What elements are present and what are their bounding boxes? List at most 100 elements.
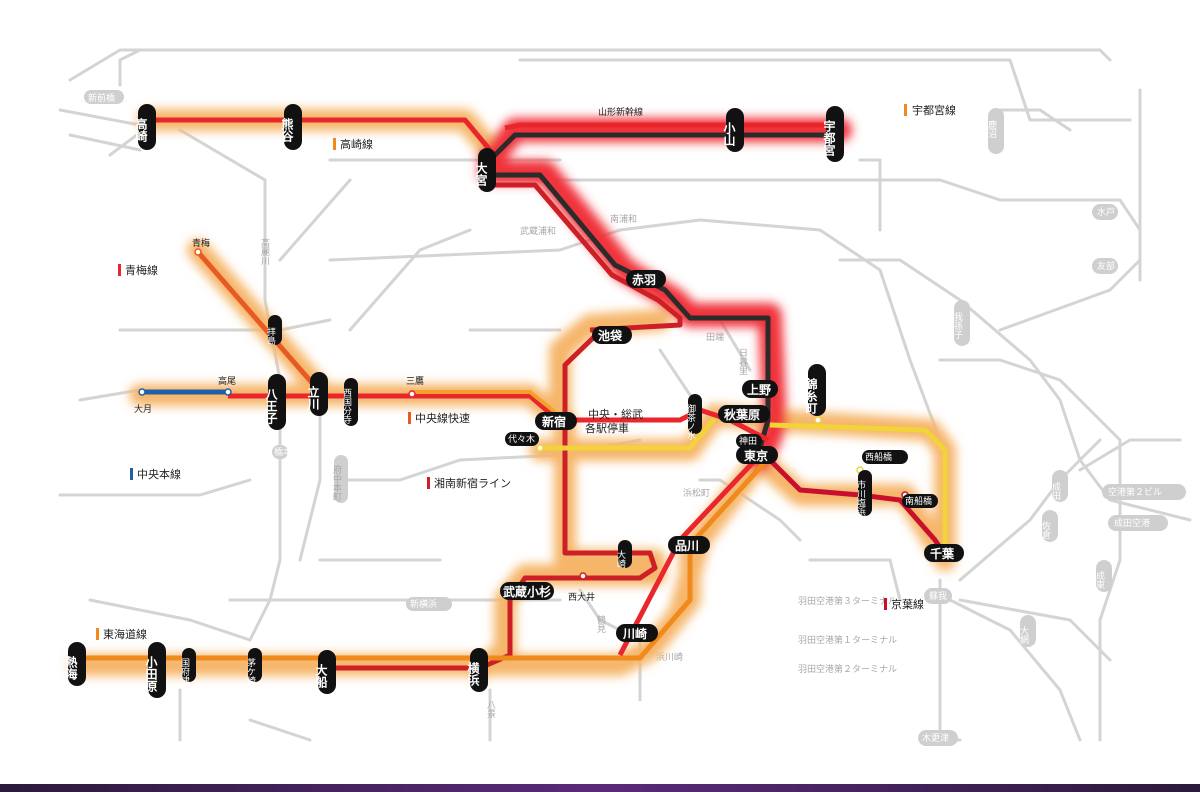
svg-text:羽田空港第１ターミナル: 羽田空港第１ターミナル [798,634,897,646]
svg-text:宇都宮線: 宇都宮線 [912,103,956,117]
keiyo-line [768,458,948,557]
svg-text:千葉: 千葉 [930,546,955,561]
svg-text:鶴見: 鶴見 [595,614,606,634]
svg-text:浜川崎: 浜川崎 [656,651,683,663]
station-omiya[interactable]: 大宮 [474,148,496,192]
svg-text:東京: 東京 [744,448,768,463]
svg-text:中央線快速: 中央線快速 [415,411,470,425]
svg-text:代々木: 代々木 [508,433,535,445]
svg-text:立川: 立川 [306,385,320,410]
station-oyama[interactable]: 小山 [722,108,744,152]
major-stations[interactable]: 高崎 熊谷 大宮 小山 宇都宮 赤羽 池袋 上野 [64,104,964,698]
svg-text:空港第２ビル: 空港第２ビル [1108,486,1162,498]
svg-text:拝島: 拝島 [265,326,276,346]
svg-text:品川: 品川 [675,539,699,553]
bottom-bar [0,784,1200,792]
svg-text:小山: 小山 [722,121,736,147]
station-ofuna[interactable]: 大船 [314,650,336,694]
svg-text:新前橋: 新前橋 [88,92,115,104]
legend: 宇都宮線 高崎線 青梅線 中央線快速 中央本線 湘南新宿ライン 東海道線 京葉線 [96,103,956,641]
svg-text:鹿沼: 鹿沼 [986,119,997,139]
station-shinagawa[interactable]: 品川 [668,536,710,554]
station-odawara[interactable]: 小田原 [144,642,166,698]
shinkansen-line-red [490,182,683,333]
svg-text:大船: 大船 [314,663,328,689]
station-shinjuku[interactable]: 新宿 [535,412,577,430]
station-chiba[interactable]: 千葉 [924,544,964,562]
takasaki-line [148,117,492,152]
station-musashi-kosugi[interactable]: 武蔵小杉 [500,582,554,600]
sobu-line [769,422,948,555]
svg-text:羽田空港第２ターミナル: 羽田空港第２ターミナル [798,663,897,675]
station-kawasaki[interactable]: 川崎 [616,624,658,642]
svg-text:浜松町: 浜松町 [683,487,710,499]
svg-text:田端: 田端 [706,331,724,343]
svg-text:青梅: 青梅 [192,237,210,249]
station-kumagaya[interactable]: 熊谷 [280,104,302,150]
svg-text:錦糸町: 錦糸町 [804,377,818,415]
svg-text:高麗川: 高麗川 [259,237,270,265]
svg-text:小田原: 小田原 [144,655,158,693]
svg-text:羽田空港第３ターミナル: 羽田空港第３ターミナル [798,595,897,607]
svg-text:佐倉: 佐倉 [1040,520,1051,540]
svg-text:御茶ノ水: 御茶ノ水 [685,403,696,440]
svg-text:池袋: 池袋 [598,328,623,343]
svg-text:武蔵浦和: 武蔵浦和 [520,225,556,237]
svg-text:西船橋: 西船橋 [865,451,892,463]
svg-text:横浜: 横浜 [466,661,480,687]
shinkansen-line [490,172,771,456]
svg-text:三鷹: 三鷹 [406,375,424,387]
svg-text:各駅停車: 各駅停車 [585,421,629,435]
station-hachioji[interactable]: 八王子 [264,374,286,430]
station-akabane[interactable]: 赤羽 [626,270,666,288]
svg-text:我孫子: 我孫子 [952,312,963,339]
svg-text:西国分寺: 西国分寺 [341,388,352,424]
station-kinshicho[interactable]: 錦糸町 [804,364,826,416]
svg-text:山形新幹線: 山形新幹線 [598,106,643,118]
svg-text:秋葉原: 秋葉原 [724,407,760,422]
station-akihabara[interactable]: 秋葉原 [718,405,770,423]
svg-text:水戸: 水戸 [1097,206,1115,218]
svg-text:大網: 大網 [1018,625,1029,645]
shonan-shinjuku-line [330,425,658,671]
svg-text:木更津: 木更津 [922,732,949,744]
svg-text:上野: 上野 [747,382,771,397]
svg-text:蘇我: 蘇我 [929,590,947,602]
station-yokohama[interactable]: 横浜 [466,648,488,692]
svg-text:成東: 成東 [1094,570,1105,590]
svg-text:八王子: 八王子 [264,388,278,425]
svg-text:友部: 友部 [1097,260,1115,272]
svg-text:高尾: 高尾 [218,375,236,387]
station-atami[interactable]: 熱海 [64,642,86,686]
svg-text:熱海: 熱海 [64,655,78,681]
svg-text:宇都宮: 宇都宮 [822,119,836,156]
svg-text:東海道線: 東海道線 [103,627,147,641]
chuo-rapid-line-2 [410,390,557,414]
station-ueno[interactable]: 上野 [742,380,778,398]
route-labels: 山形新幹線 中央・総武 各駅停車 三鷹 高尾 大月 青梅 拝島 西国分寺 代々木… [134,106,938,686]
station-takasaki[interactable]: 高崎 [134,104,156,150]
ome-line [196,250,322,394]
station-tachikawa[interactable]: 立川 [306,372,328,416]
svg-text:大崎: 大崎 [615,549,626,568]
svg-text:日暮里: 日暮里 [737,348,748,375]
svg-text:高崎線: 高崎線 [340,137,373,151]
svg-text:橋本: 橋本 [274,446,292,458]
svg-text:府中本町: 府中本町 [331,464,342,501]
svg-text:大宮: 大宮 [474,161,488,186]
station-utsunomiya[interactable]: 宇都宮 [822,106,844,162]
station-tokyo[interactable]: 東京 [736,446,778,464]
svg-text:成田空港: 成田空港 [1114,517,1150,529]
svg-text:大月: 大月 [134,403,152,415]
svg-text:中央・総武: 中央・総武 [588,407,643,421]
svg-text:川崎: 川崎 [622,626,647,641]
svg-text:湘南新宿ライン: 湘南新宿ライン [434,476,511,490]
svg-text:赤羽: 赤羽 [632,272,656,287]
station-ikebukuro[interactable]: 池袋 [592,326,632,344]
routes [80,117,948,671]
svg-text:八景: 八景 [485,700,496,718]
svg-text:西大井: 西大井 [568,591,595,603]
svg-text:熊谷: 熊谷 [280,117,294,143]
background-labels: 水戸 友部 我孫子 成田 空港第２ビル 成田空港 佐倉 蘇我 木更津 大網 成東… [84,90,1186,746]
